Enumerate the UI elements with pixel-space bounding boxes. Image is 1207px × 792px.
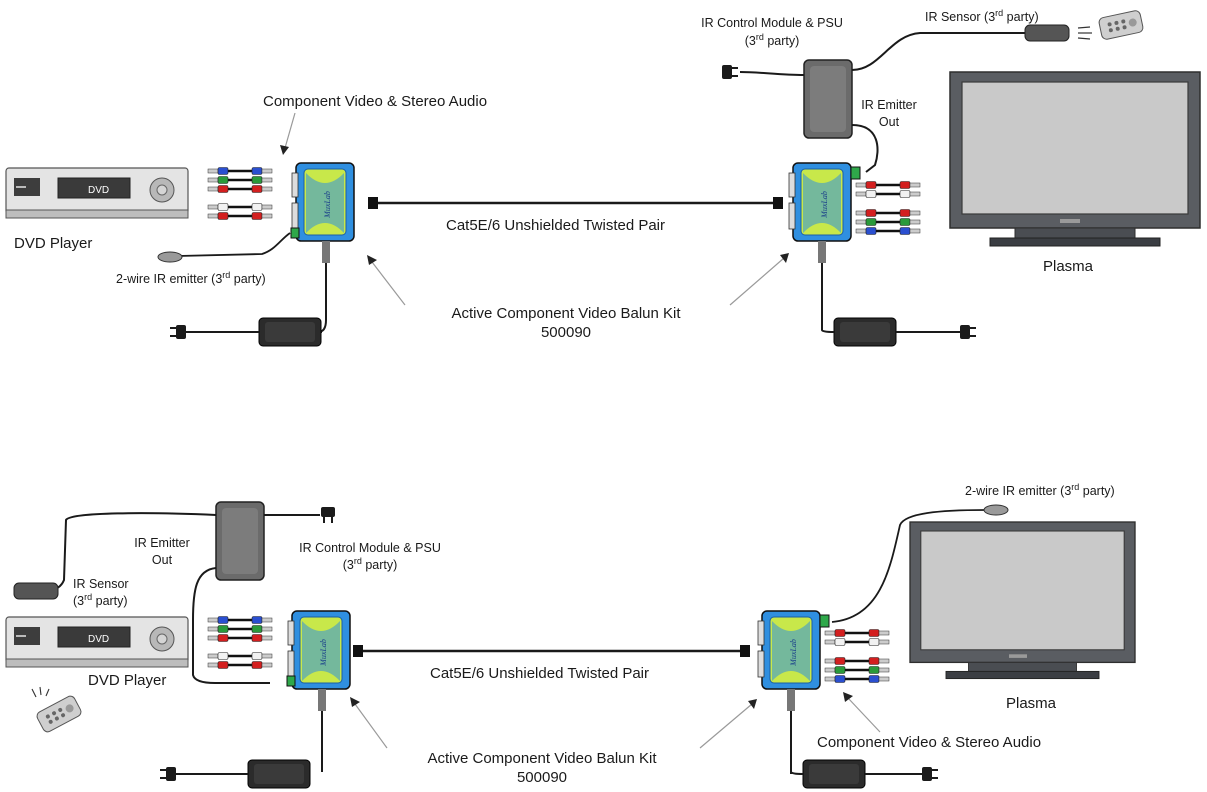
top-ir-sensor-label: IR Sensor (3rd party) bbox=[925, 7, 1039, 24]
top-balun-kit-label: Active Component Video Balun Kit bbox=[451, 305, 681, 322]
bottom-balun-kit-part: 500090 bbox=[516, 769, 568, 786]
bottom-ir-emitter-out-line1: IR Emitter bbox=[134, 536, 190, 550]
top-left-balun-brand: MuxLab bbox=[322, 191, 332, 218]
bottom-left-psu bbox=[247, 759, 311, 789]
top-ir-emitter-out-line1: IR Emitter bbox=[861, 98, 917, 112]
bottom-component-av-label: Component Video & Stereo Audio bbox=[817, 734, 1042, 751]
top-left-terminal bbox=[290, 227, 300, 239]
top-ir-emitter bbox=[157, 251, 183, 263]
top-plasma-label: Plasma bbox=[1042, 258, 1094, 275]
top-ir-module-plug bbox=[722, 65, 738, 79]
bottom-left-rca-cables bbox=[206, 615, 274, 670]
bottom-ir-sensor-party: (3rd party) bbox=[73, 591, 128, 608]
bottom-right-balun-brand: MuxLab bbox=[788, 639, 798, 666]
top-ir-sensor bbox=[1024, 24, 1070, 42]
top-component-av-label: Component Video & Stereo Audio bbox=[263, 93, 488, 110]
bottom-left-plug bbox=[160, 767, 176, 781]
top-cable-label: Cat5E/6 Unshielded Twisted Pair bbox=[446, 217, 666, 234]
bottom-ir-sensor-label: IR Sensor bbox=[73, 577, 129, 591]
bottom-left-balun-brand: MuxLab bbox=[318, 639, 328, 666]
top-right-balun-brand: MuxLab bbox=[819, 191, 829, 218]
top-remote bbox=[1097, 9, 1145, 41]
bottom-balun-kit-label: Active Component Video Balun Kit bbox=[427, 750, 657, 767]
top-ir-control-label: IR Control Module & PSU bbox=[701, 16, 843, 30]
bottom-dvd-player-label: DVD Player bbox=[88, 672, 167, 689]
bottom-ir-module-plug bbox=[321, 507, 335, 523]
bottom-ir-emitter-out-line2: Out bbox=[151, 553, 173, 567]
bottom-plasma-tv bbox=[909, 521, 1136, 680]
top-ir-control-party: (3rd party) bbox=[744, 31, 800, 48]
bottom-ir-control-label: IR Control Module & PSU bbox=[299, 541, 441, 555]
bottom-plasma-label: Plasma bbox=[1005, 695, 1057, 712]
top-right-rca-cables bbox=[854, 180, 922, 236]
top-right-psu bbox=[833, 317, 897, 347]
top-left-plug bbox=[170, 325, 186, 339]
top-ir-emitter-out-line2: Out bbox=[878, 115, 900, 129]
bottom-diagram bbox=[5, 501, 1136, 789]
bottom-remote bbox=[34, 693, 84, 735]
bottom-ir-sensor bbox=[13, 582, 59, 600]
top-dvd-display: DVD bbox=[88, 185, 110, 196]
bottom-right-rca-cables bbox=[823, 628, 891, 684]
top-ir-emitter-label: 2-wire IR emitter (3rd party) bbox=[116, 269, 266, 286]
top-balun-kit-part: 500090 bbox=[540, 324, 592, 341]
bottom-right-plug bbox=[922, 767, 938, 781]
top-left-rca-cables bbox=[206, 166, 274, 221]
bottom-dvd-display: DVD bbox=[88, 634, 110, 645]
top-left-psu bbox=[258, 317, 322, 347]
bottom-cable-label: Cat5E/6 Unshielded Twisted Pair bbox=[430, 665, 650, 682]
top-diagram bbox=[5, 9, 1201, 347]
bottom-ir-emitter-label: 2-wire IR emitter (3rd party) bbox=[965, 481, 1115, 498]
bottom-ir-emitter bbox=[983, 504, 1009, 516]
top-dvd-player-label: DVD Player bbox=[14, 235, 93, 252]
bottom-right-psu bbox=[802, 759, 866, 789]
top-plasma-tv bbox=[949, 71, 1201, 247]
bottom-ir-control-party: (3rd party) bbox=[342, 555, 398, 572]
top-right-plug bbox=[960, 325, 976, 339]
